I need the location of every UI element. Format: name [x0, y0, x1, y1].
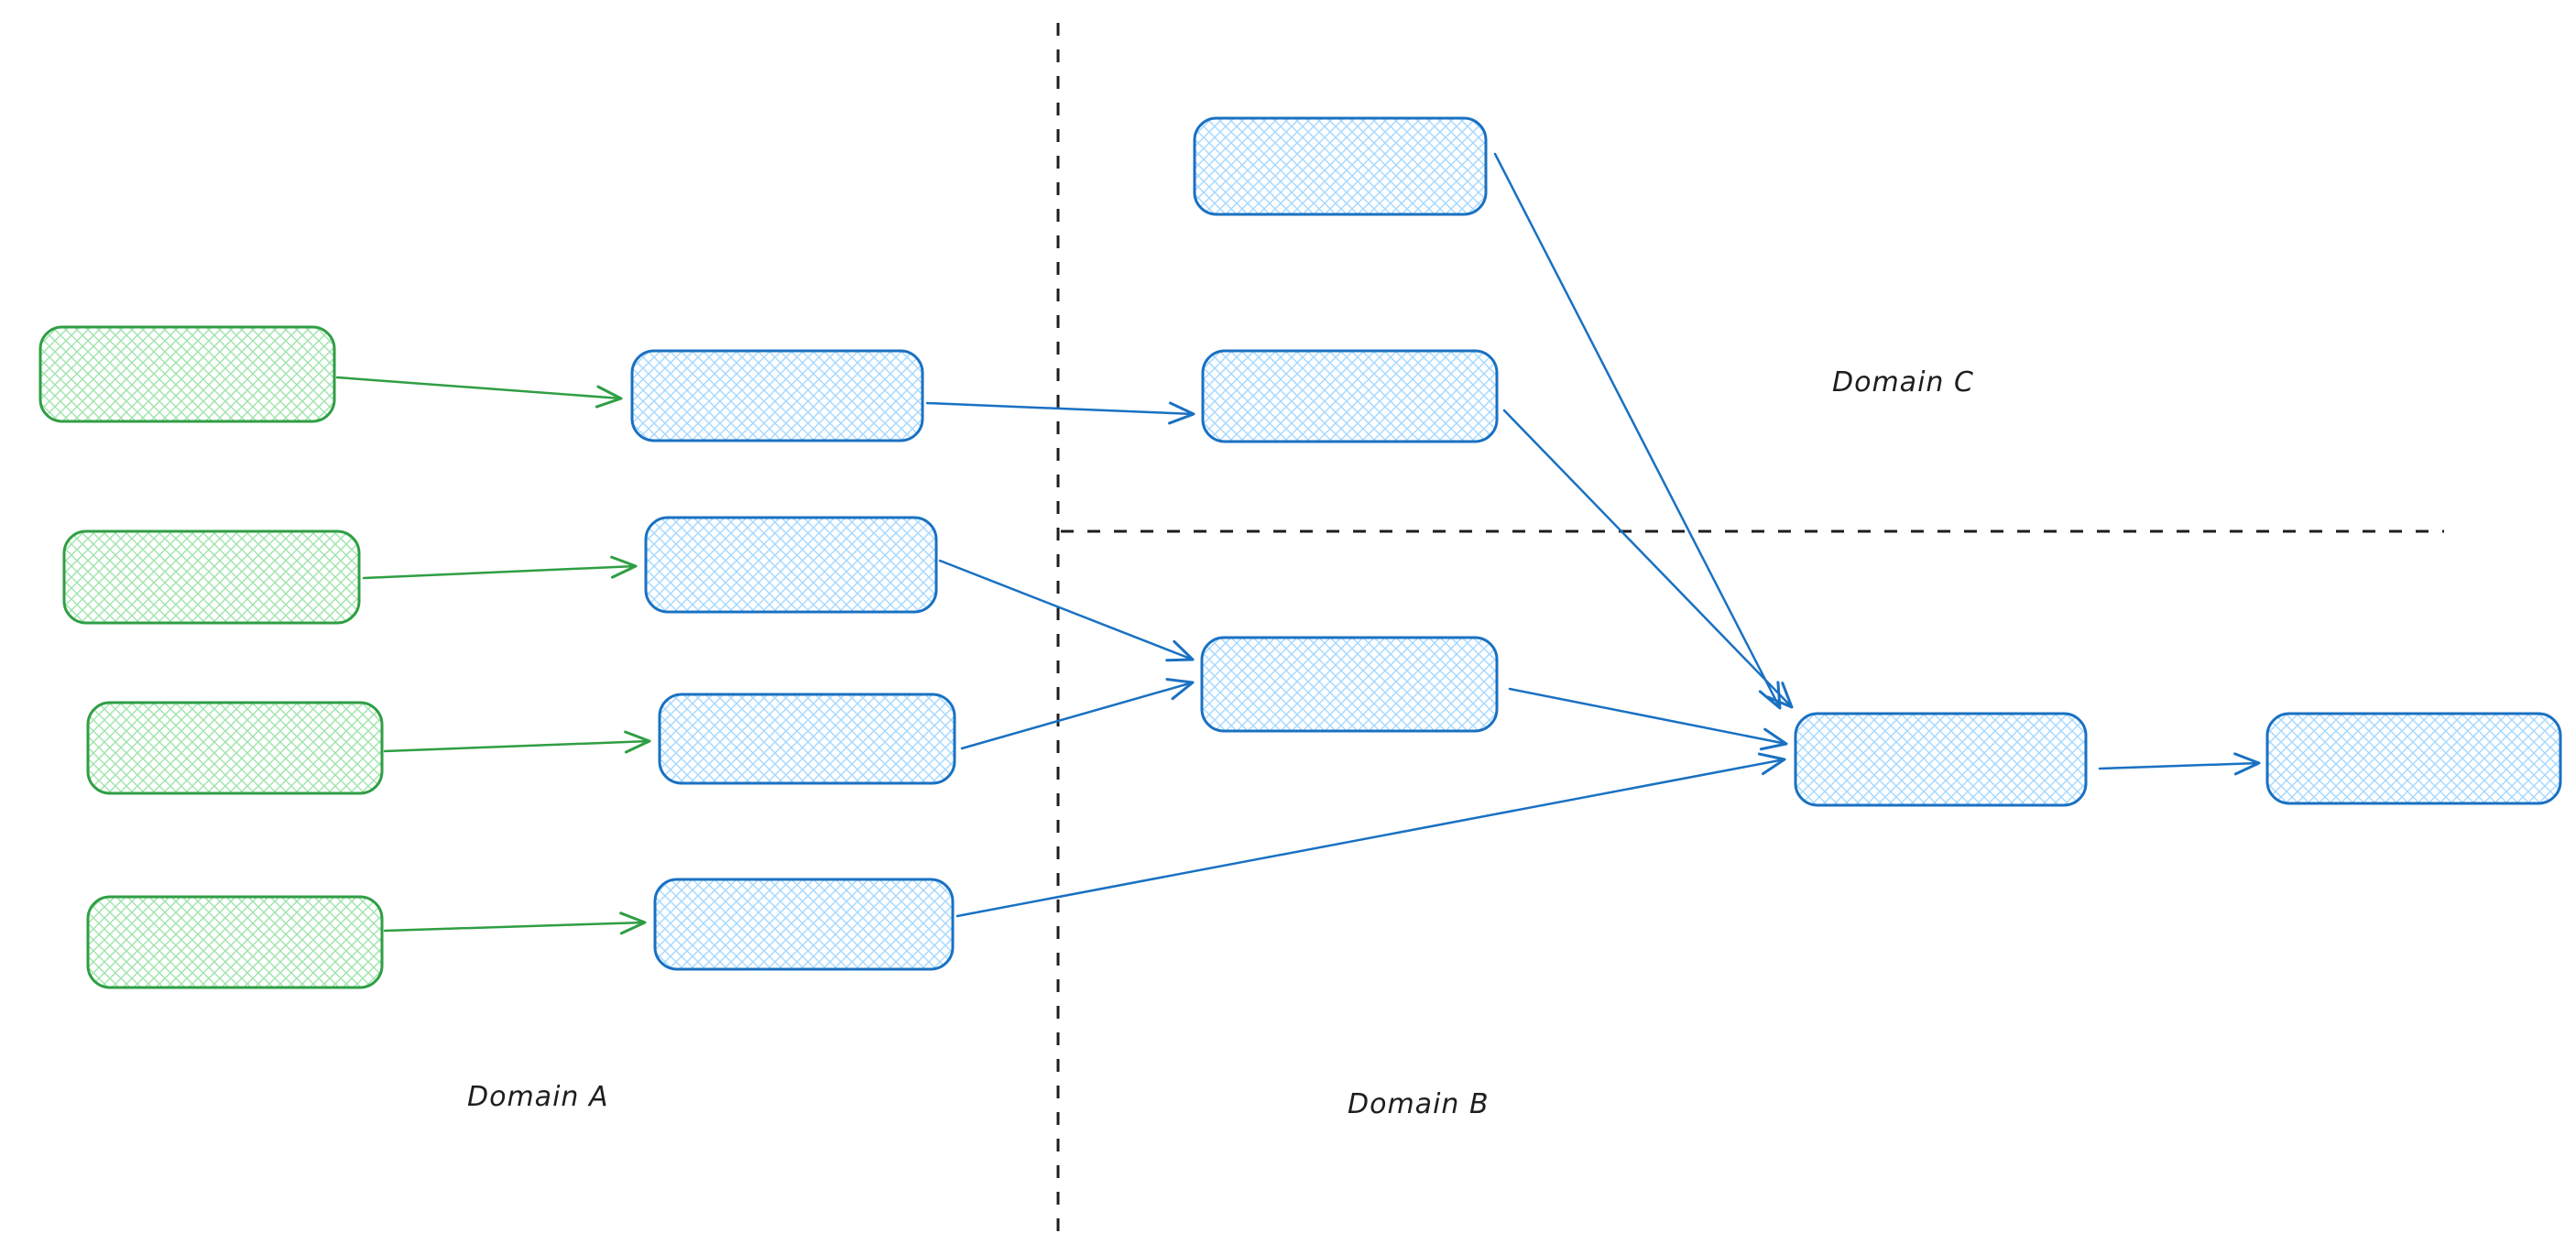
node-a-source-4	[86, 895, 384, 989]
edge-b-hub-to-b-converge	[1508, 687, 1788, 751]
edge-a-stage-1-to-c-node-2	[925, 401, 1195, 425]
node-a-source-3	[86, 701, 384, 795]
node-a-stage-1	[630, 349, 924, 442]
edge-a-stage-3-to-b-hub	[960, 678, 1195, 750]
edge-b-converge-to-b-output	[2098, 752, 2261, 776]
node-c-node-2	[1201, 349, 1499, 443]
node-a-source-1	[38, 325, 336, 423]
edge-a-source-4-to-a-stage-4	[383, 911, 647, 935]
node-a-stage-2	[644, 516, 938, 614]
edge-a-stage-2-to-b-hub	[938, 559, 1195, 662]
edge-c-node-2-to-b-converge	[1502, 409, 1794, 709]
label-domain-a: Domain A	[467, 1081, 608, 1113]
label-domain-c: Domain C	[1832, 366, 1974, 398]
node-a-stage-4	[653, 878, 955, 971]
edge-a-source-1-to-a-stage-1	[335, 376, 623, 409]
node-c-node-1	[1193, 116, 1488, 216]
node-b-hub	[1200, 636, 1499, 733]
node-a-stage-3	[658, 693, 956, 785]
edge-c-node-1-to-b-converge	[1493, 152, 1782, 710]
label-domain-b: Domain B	[1348, 1088, 1490, 1120]
node-b-output	[2265, 712, 2562, 805]
edge-a-source-3-to-a-stage-3	[383, 730, 651, 754]
edge-a-stage-4-to-b-converge	[955, 752, 1786, 918]
node-a-source-2	[62, 529, 361, 625]
node-b-converge	[1794, 712, 2088, 807]
edge-a-source-2-to-a-stage-2	[362, 555, 638, 580]
